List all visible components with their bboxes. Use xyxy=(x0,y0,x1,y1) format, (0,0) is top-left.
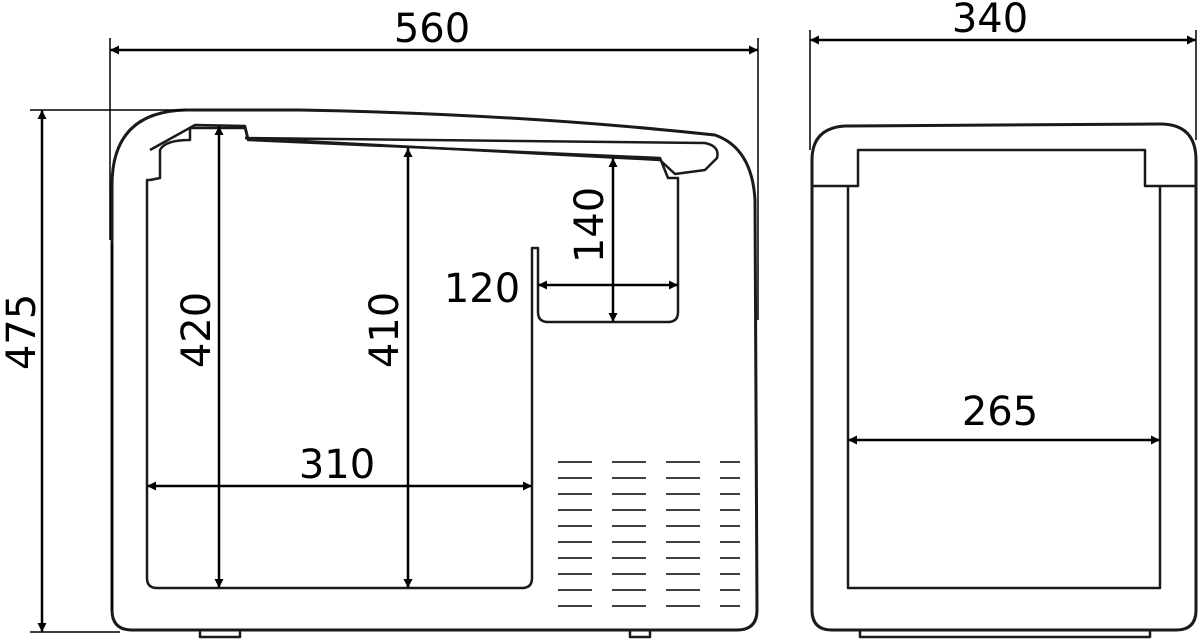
front-feet xyxy=(198,630,652,639)
side-body-outline xyxy=(810,122,1198,632)
side-feet xyxy=(858,630,1152,639)
label-width: 310 xyxy=(299,442,375,488)
side-inner-outline xyxy=(812,148,1196,590)
dimension-labels: 560 340 475 420 410 310 120 140 265 xyxy=(0,0,1038,488)
label-height-mid: 410 xyxy=(362,292,408,368)
label-step-width: 120 xyxy=(444,266,520,312)
label-overall-depth: 340 xyxy=(952,0,1028,42)
label-overall-width: 560 xyxy=(394,6,470,52)
front-body-outline xyxy=(110,108,759,632)
label-overall-height: 475 xyxy=(0,294,45,370)
front-view xyxy=(110,108,759,639)
label-inner-depth: 265 xyxy=(962,389,1038,435)
label-step-height: 140 xyxy=(567,187,613,263)
extension-lines xyxy=(30,30,1197,633)
dimension-lines xyxy=(37,35,1196,632)
vent-grille xyxy=(558,461,740,607)
inner-compartment xyxy=(145,126,680,590)
label-height-left: 420 xyxy=(174,292,220,368)
side-view xyxy=(810,122,1198,639)
